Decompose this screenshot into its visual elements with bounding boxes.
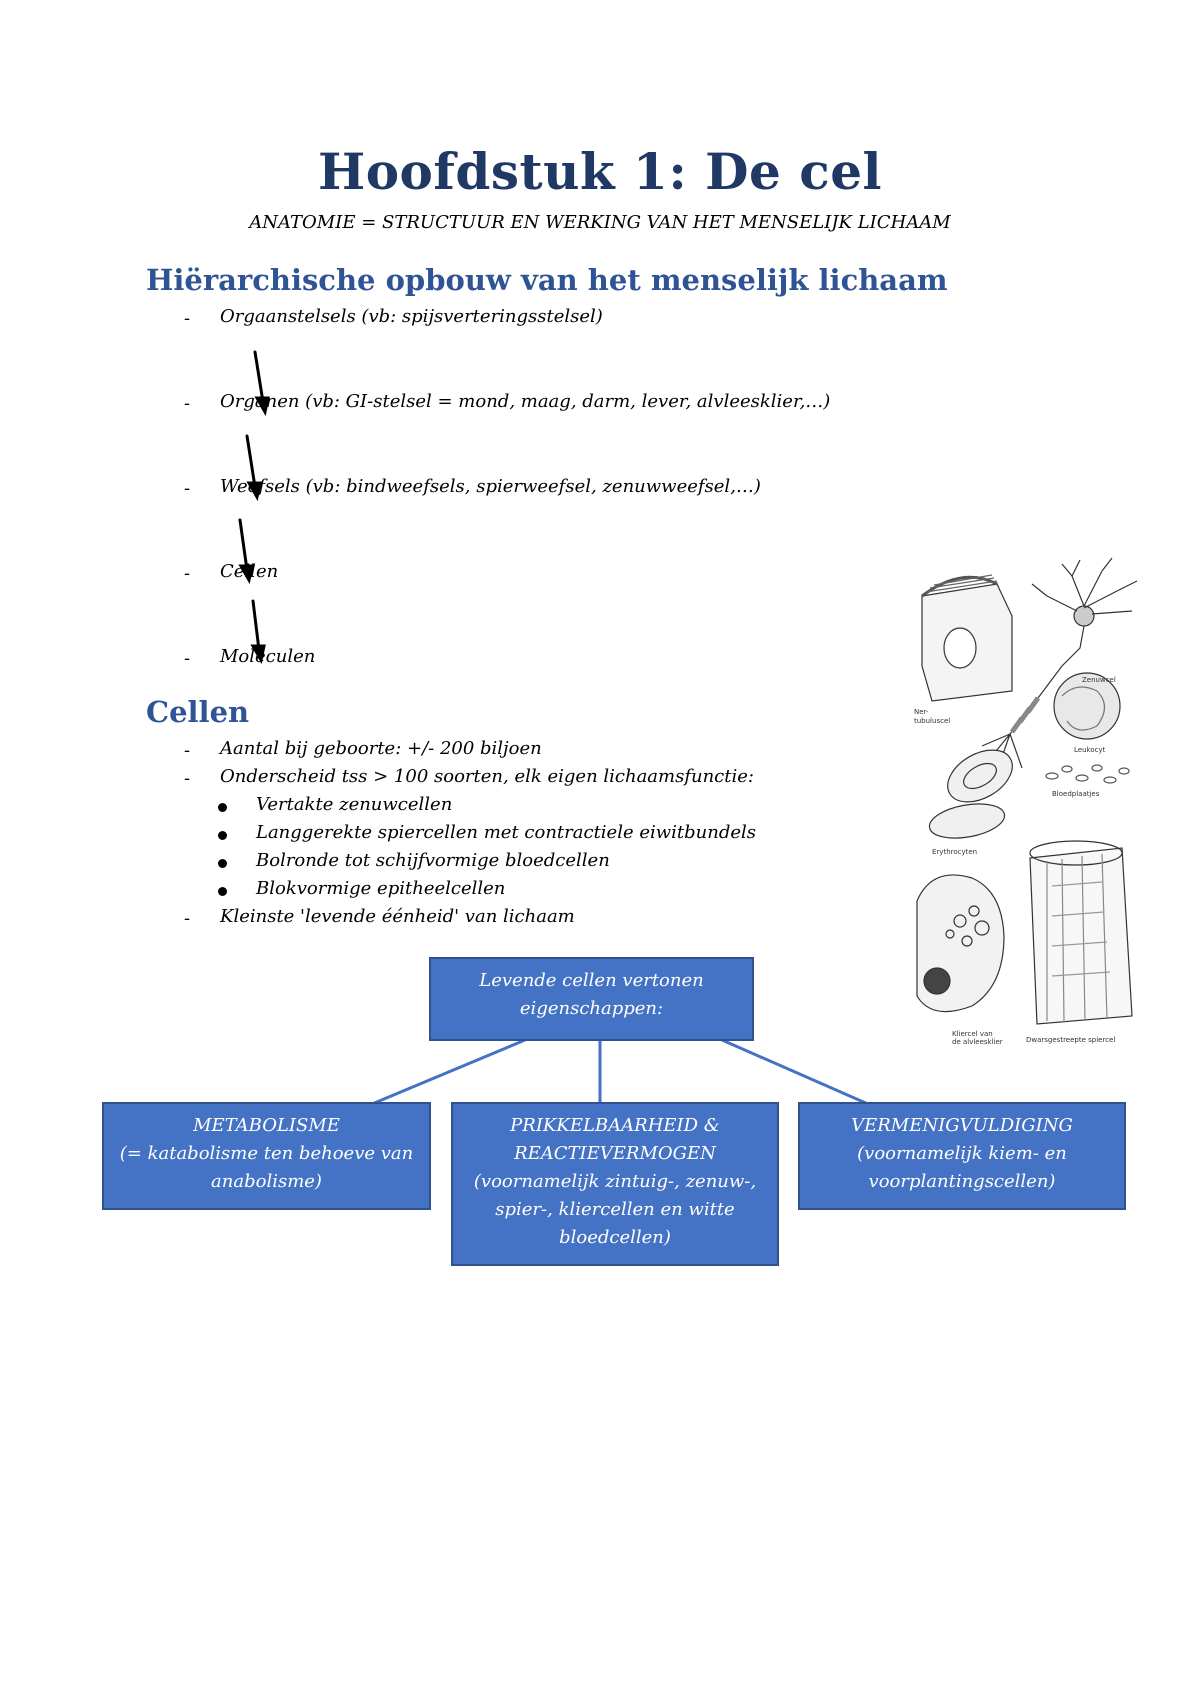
bullet-dot-icon [218, 859, 227, 868]
arrow-head-icon [250, 644, 266, 665]
cell-types-illustration: Ner- tubuluscel Zenuwcel Leukocyt Bloedp… [914, 557, 1138, 1046]
section-heading-cellen: Cellen [146, 695, 250, 729]
illustration-label: Bloedplaatjes [1052, 790, 1100, 798]
box-text-line: (voornamelijk zintuig-, zenuw-, [473, 1171, 757, 1192]
hierarchy-arrows [238, 350, 270, 665]
list-item-weefsels: Weefsels (vb: bindweefsels, spierweefsel… [220, 476, 761, 497]
dash-bullet: - [184, 908, 191, 929]
diagram-root-box: Levende cellen vertonen eigenschappen: [429, 957, 754, 1041]
illustration-label: Kliercel van [952, 1030, 993, 1038]
box-text-line: REACTIEVERMOGEN [514, 1143, 716, 1164]
box-text-line: voorplantingscellen) [868, 1171, 1056, 1192]
box-text-line: METABOLISME [193, 1115, 340, 1136]
box-text-line: eigenschappen: [519, 998, 664, 1019]
acinar-cell-drawing [916, 874, 1005, 1013]
diagram-box-prikkelbaarheid: PRIKKELBAARHEID & REACTIEVERMOGEN (voorn… [451, 1102, 779, 1266]
dash-bullet: - [184, 768, 191, 789]
box-text-line: VERMENIGVULDIGING [851, 1115, 1073, 1136]
bullet-dot-icon [218, 803, 227, 812]
connector-line [371, 1038, 526, 1106]
sublist-item-bloedcellen: Bolronde tot schijfvormige bloedcellen [256, 850, 610, 871]
bullet-dot-icon [218, 887, 227, 896]
box-text-line: anabolisme) [211, 1171, 322, 1192]
arrow-down-icon [245, 434, 257, 489]
box-text-line: bloedcellen) [559, 1227, 671, 1248]
illustration-label: de alvleesklier [952, 1038, 1003, 1046]
list-item-orgaanstelsels: Orgaanstelsels (vb: spijsverteringsstels… [220, 306, 603, 327]
arrow-down-icon [251, 599, 261, 652]
box-text-line: (= katabolisme ten behoeve van [119, 1143, 414, 1164]
list-item-organen: Organen (vb: GI-stelsel = mond, maag, da… [220, 391, 831, 412]
arrow-down-icon [238, 518, 249, 572]
illustration-label: Erythrocyten [932, 848, 977, 856]
box-text-line: PRIKKELBAARHEID & [510, 1115, 720, 1136]
section-heading-hierarchy: Hiërarchische opbouw van het menselijk l… [146, 263, 948, 297]
list-item-kleinste-eenheid: Kleinste 'levende éénheid' van lichaam [220, 906, 575, 927]
sublist-item-spiercellen: Langgerekte spiercellen met contractiele… [256, 822, 757, 843]
muscle-cell-drawing [1029, 840, 1133, 1025]
diagram-box-metabolisme: METABOLISME (= katabolisme ten behoeve v… [102, 1102, 431, 1210]
connector-line [721, 1038, 869, 1106]
box-text-line: (voornamelijk kiem- en [857, 1143, 1067, 1164]
dash-bullet: - [184, 308, 191, 329]
list-item-aantal: Aantal bij geboorte: +/- 200 biljoen [220, 738, 542, 759]
box-text-line: Levende cellen vertonen [479, 970, 704, 991]
bullet-dot-icon [218, 831, 227, 840]
list-item-moleculen: Moleculen [220, 646, 316, 667]
sublist-item-zenuwcellen: Vertakte zenuwcellen [256, 794, 453, 815]
arrow-head-icon [254, 396, 270, 417]
sublist-item-epitheelcellen: Blokvormige epitheelcellen [256, 878, 506, 899]
diagram-connectors [371, 1038, 869, 1106]
list-item-onderscheid: Onderscheid tss > 100 soorten, elk eigen… [220, 766, 754, 787]
nerve-cell-drawing [981, 557, 1138, 772]
arrow-head-icon [238, 564, 254, 585]
illustration-label: Dwarsgestreepte spiercel [1026, 1036, 1115, 1044]
diagram-box-vermenigvuldiging: VERMENIGVULDIGING (voornamelijk kiem- en… [798, 1102, 1126, 1210]
arrow-down-icon [253, 350, 265, 404]
dash-bullet: - [184, 740, 191, 761]
platelets-drawing [1045, 764, 1130, 784]
dash-bullet: - [184, 648, 191, 669]
tubule-cell-drawing [921, 574, 1013, 702]
illustration-label: Leukocyt [1074, 746, 1106, 754]
page-title: Hoofdstuk 1: De cel [317, 142, 883, 201]
dash-bullet: - [184, 393, 191, 414]
dash-bullet: - [184, 563, 191, 584]
illustration-label: Zenuwcel [1082, 676, 1116, 684]
dash-bullet: - [184, 478, 191, 499]
leukocyte-drawing [1053, 672, 1121, 740]
illustration-label: Ner- [914, 708, 929, 716]
arrow-head-icon [246, 481, 262, 502]
illustration-label: tubuluscel [914, 717, 950, 725]
box-text-line: spier-, kliercellen en witte [495, 1199, 735, 1220]
page-subtitle: ANATOMIE = STRUCTUUR EN WERKING VAN HET … [249, 212, 951, 233]
erythrocytes-drawing [928, 749, 1013, 839]
